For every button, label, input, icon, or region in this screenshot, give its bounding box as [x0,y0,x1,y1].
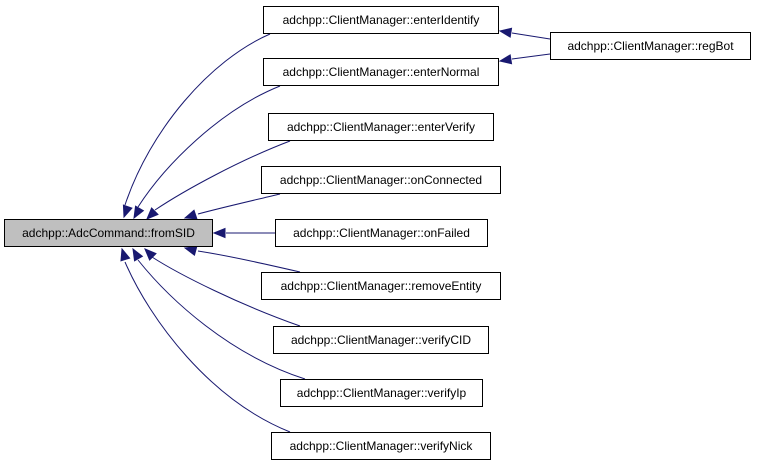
node-fromSID-label: adchpp::AdcCommand::fromSID [22,226,195,240]
arrowhead-icon [122,204,133,219]
edge-line [124,33,271,206]
node-enterVerify-label: adchpp::ClientManager::enterVerify [286,120,476,134]
arrowhead-icon [498,27,513,38]
node-enterNormal-label: adchpp::ClientManager::enterNormal [282,65,480,79]
edge-line [197,250,301,273]
node-verifyNick-label: adchpp::ClientManager::verifyNick [289,439,473,453]
edge-line [154,140,291,211]
edge-regBot-to-enterIdentify [498,27,551,40]
edge-enterVerify-to-fromSID [146,140,291,220]
edge-line [197,193,281,215]
edge-line [124,261,291,433]
arrowhead-icon [133,205,145,220]
node-verifyNick[interactable]: adchpp::ClientManager::verifyNick [271,432,491,460]
node-enterIdentify[interactable]: adchpp::ClientManager::enterIdentify [263,6,499,34]
edge-verifyIp-to-fromSID [132,247,306,380]
edge-line [151,256,301,327]
node-removeEntity-label: adchpp::ClientManager::removeEntity [280,279,482,293]
node-enterVerify[interactable]: adchpp::ClientManager::enterVerify [268,113,494,141]
edge-regBot-to-enterNormal [498,53,551,65]
edge-onFailed-to-fromSID [212,227,275,239]
node-onFailed[interactable]: adchpp::ClientManager::onFailed [275,219,488,247]
node-regBot-label: adchpp::ClientManager::regBot [567,39,734,53]
node-verifyIp[interactable]: adchpp::ClientManager::verifyIp [280,379,483,407]
edge-enterIdentify-to-fromSID [122,33,271,219]
node-onConnected-label: adchpp::ClientManager::onConnected [279,173,483,187]
arrowhead-icon [144,248,157,261]
arrowhead-icon [183,245,198,257]
edge-verifyNick-to-fromSID [120,247,291,433]
arrowhead-icon [212,227,226,239]
arrowhead-icon [120,247,131,262]
node-removeEntity[interactable]: adchpp::ClientManager::removeEntity [261,272,501,300]
edge-verifyCID-to-fromSID [144,248,301,327]
edge-line [137,85,281,208]
node-regBot[interactable]: adchpp::ClientManager::regBot [550,32,751,60]
node-verifyIp-label: adchpp::ClientManager::verifyIp [296,386,467,400]
node-enterNormal[interactable]: adchpp::ClientManager::enterNormal [263,58,499,86]
node-fromSID: adchpp::AdcCommand::fromSID [4,219,213,247]
node-onFailed-label: adchpp::ClientManager::onFailed [293,226,470,240]
arrowhead-icon [132,247,144,262]
arrowhead-icon [498,54,513,65]
edge-onConnected-to-fromSID [183,193,281,220]
edge-line [511,32,551,40]
edge-line [511,53,551,60]
edge-enterNormal-to-fromSID [133,85,281,220]
arrowhead-icon [146,207,159,220]
node-verifyCID[interactable]: adchpp::ClientManager::verifyCID [273,326,489,354]
edge-removeEntity-to-fromSID [183,245,301,273]
arrowhead-icon [183,209,198,220]
node-onConnected[interactable]: adchpp::ClientManager::onConnected [261,166,501,194]
edge-line [137,259,306,380]
node-verifyCID-label: adchpp::ClientManager::verifyCID [290,333,472,347]
node-enterIdentify-label: adchpp::ClientManager::enterIdentify [282,13,480,27]
